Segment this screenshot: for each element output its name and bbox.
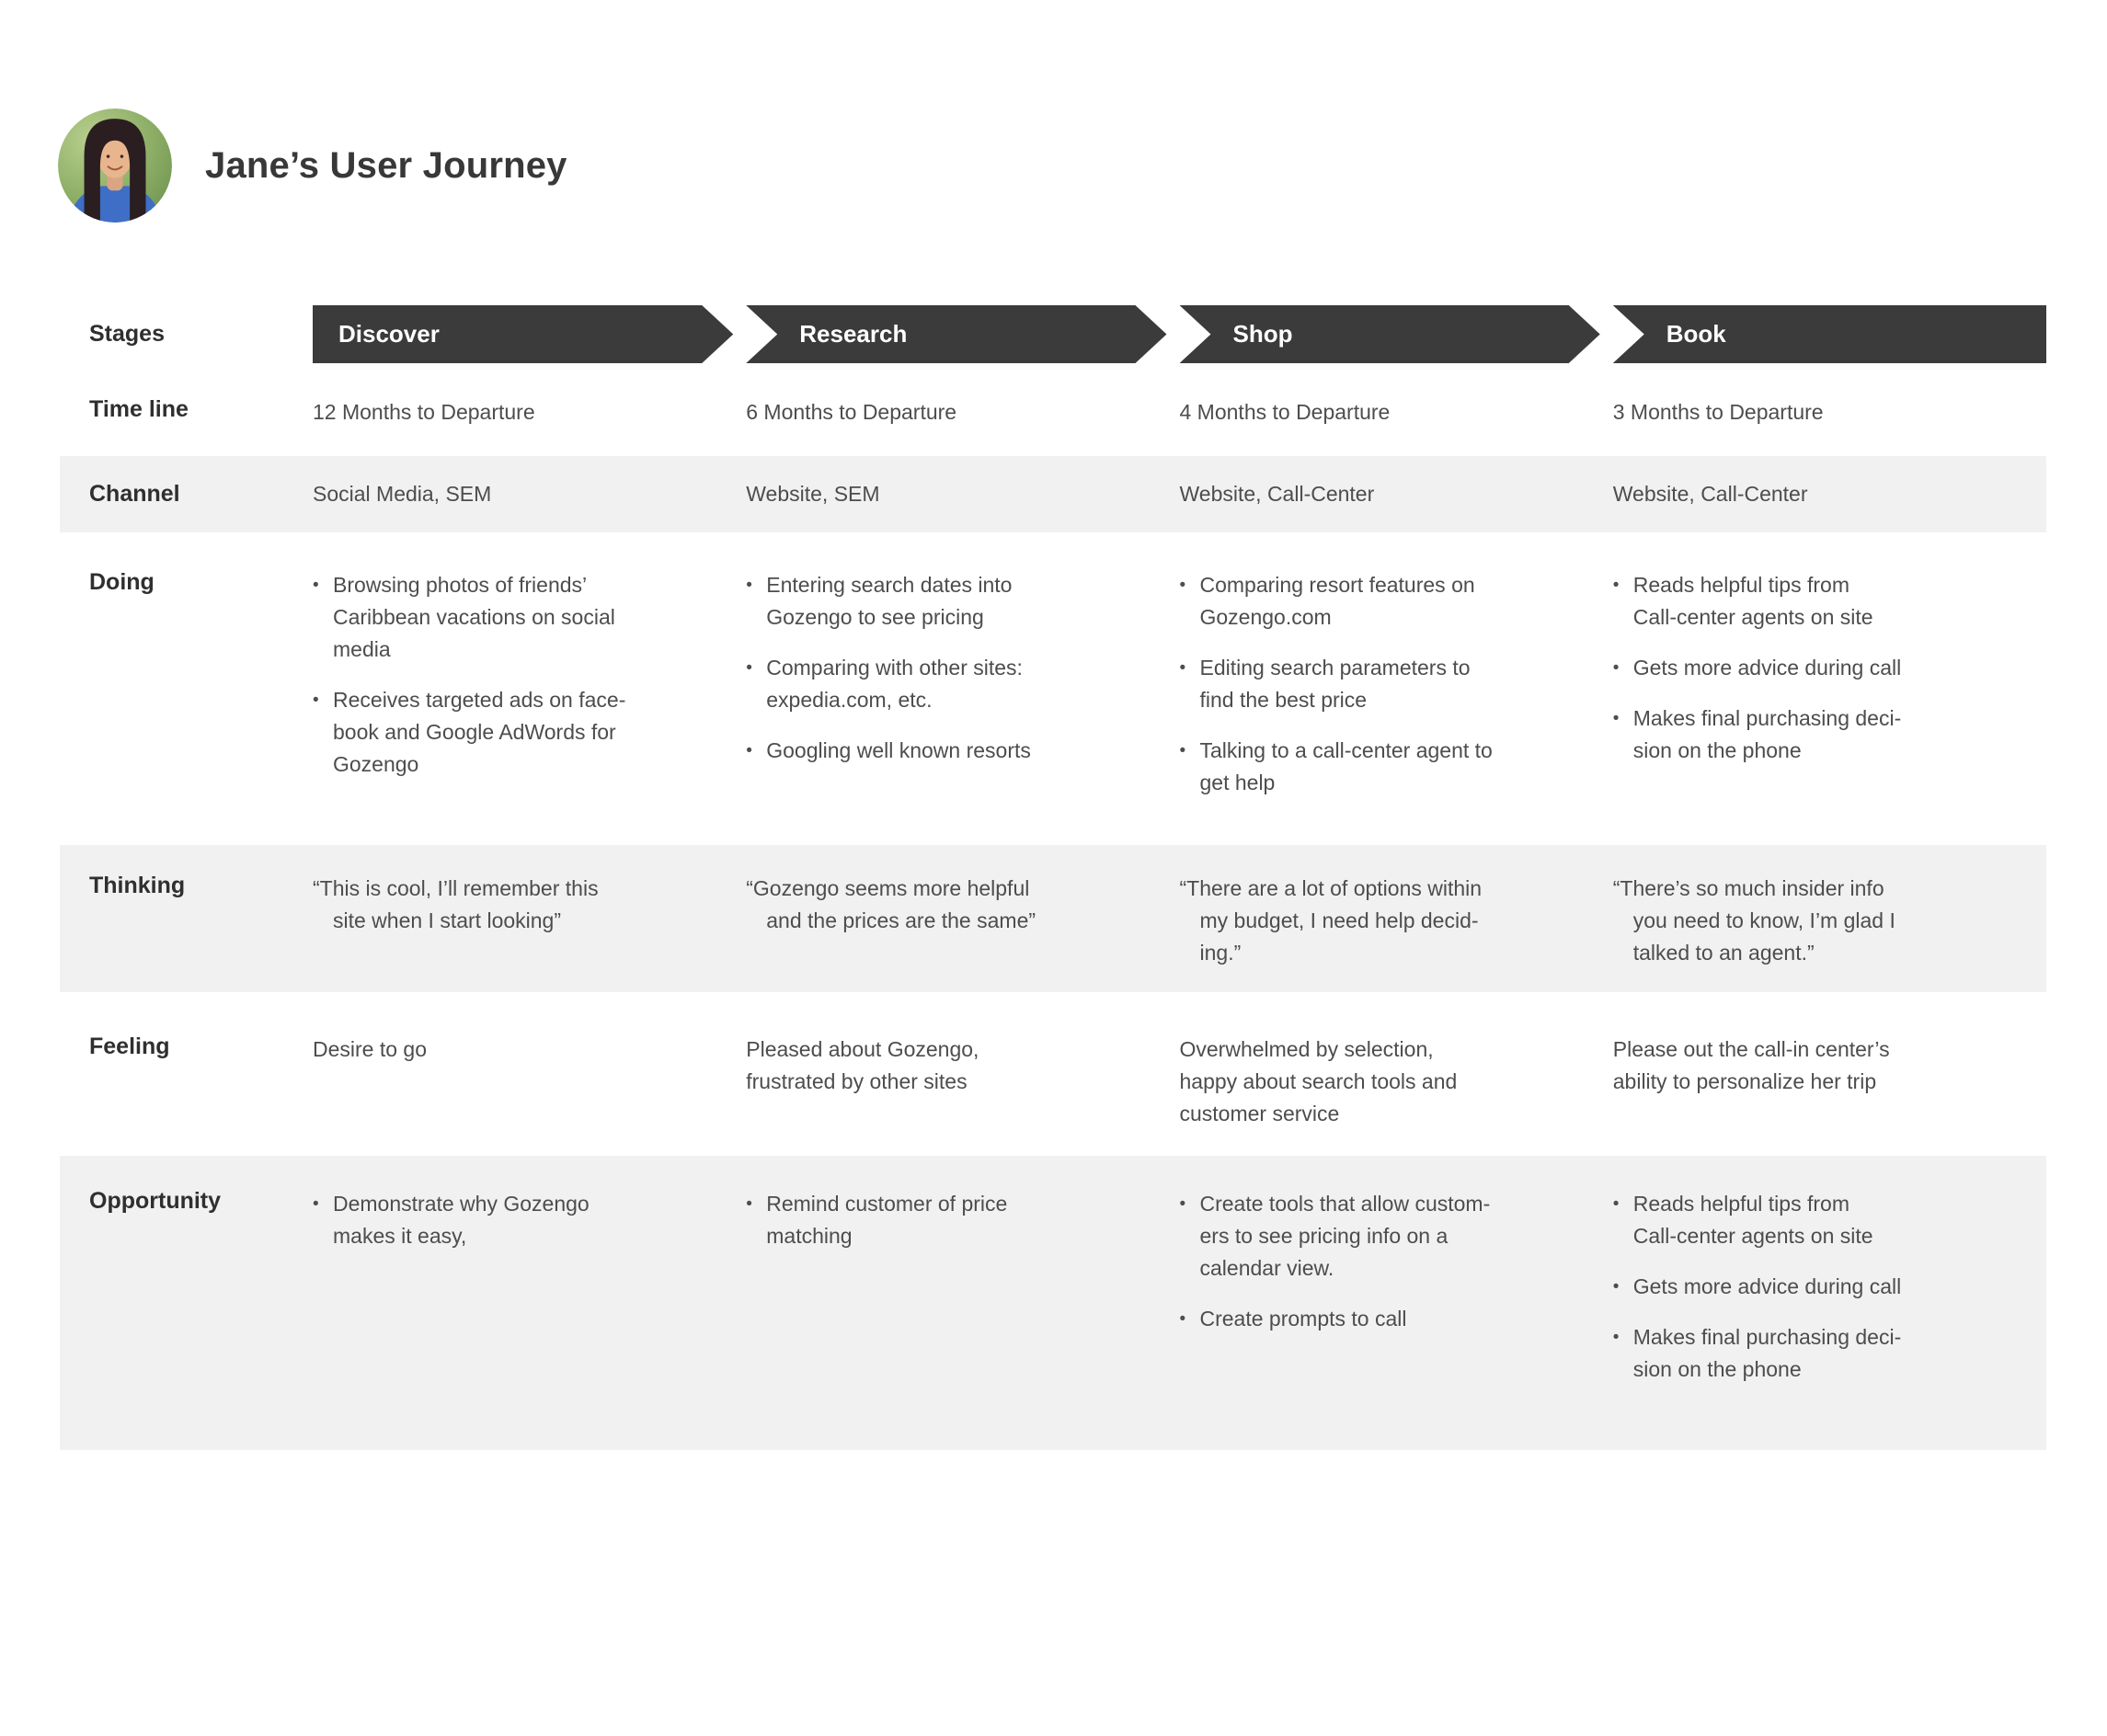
page-title: Jane’s User Journey	[205, 144, 567, 186]
bullet-dot: •	[1179, 658, 1186, 678]
list-item: •Googling well known resorts	[746, 735, 1148, 767]
stage-arrow-shop: Shop	[1180, 305, 1600, 363]
feeling-book: Please out the call-in center’s ability …	[1612, 1037, 1890, 1093]
timeline-research: 6 Months to Departure	[746, 400, 957, 424]
list-item: •Editing search parameters to find the b…	[1180, 652, 1582, 716]
opportunity-discover: •Demonstrate why Gozengo makes it easy,	[313, 1188, 746, 1418]
thinking-discover: “This is cool, I’ll remember this site w…	[313, 876, 599, 932]
thinking-book: “There’s so much insider info you need t…	[1612, 876, 1895, 965]
thinking-research: “Gozengo seems more helpful and the pric…	[746, 876, 1036, 932]
list-item: •Comparing resort features on Gozengo.co…	[1180, 569, 1582, 634]
channel-book: Website, Call-Center	[1612, 482, 1808, 506]
opportunity-shop: •Create tools that allow custom- ers to …	[1180, 1188, 1613, 1418]
feeling-shop: Overwhelmed by selection, happy about se…	[1179, 1037, 1458, 1125]
avatar	[58, 108, 172, 223]
timeline-book: 3 Months to Departure	[1612, 400, 1824, 424]
timeline-discover: 12 Months to Departure	[313, 400, 535, 424]
row-label-doing: Doing	[89, 569, 155, 595]
list-item: •Create tools that allow custom- ers to …	[1180, 1188, 1582, 1285]
bullet-dot: •	[1612, 1194, 1620, 1214]
row-stages: Stages Discover Research Shop Book	[60, 305, 2046, 363]
timeline-shop: 4 Months to Departure	[1179, 400, 1391, 424]
list-item: •Browsing photos of friends’ Caribbean v…	[313, 569, 715, 666]
row-label-opportunity: Opportunity	[89, 1188, 222, 1214]
bullet-dot: •	[1612, 576, 1620, 595]
list-item: •Demonstrate why Gozengo makes it easy,	[313, 1188, 715, 1252]
thinking-shop: “There are a lot of options within my bu…	[1179, 876, 1483, 965]
doing-research: •Entering search dates into Gozengo to s…	[746, 569, 1179, 799]
stage-arrow-research: Research	[746, 305, 1166, 363]
list-item: •Talking to a call-center agent to get h…	[1180, 735, 1582, 799]
list-item: •Create prompts to call	[1180, 1303, 1582, 1335]
channel-research: Website, SEM	[746, 482, 880, 506]
bullet-dot: •	[746, 576, 752, 595]
bullet-dot: •	[1612, 1277, 1620, 1296]
bullet-dot: •	[746, 1194, 752, 1214]
bullet-dot: •	[1612, 658, 1620, 678]
row-doing: Doing •Browsing photos of friends’ Carib…	[60, 532, 2046, 845]
list-item: •Comparing with other sites: expedia.com…	[746, 652, 1148, 716]
bullet-dot: •	[1179, 576, 1186, 595]
bullet-dot: •	[1179, 1309, 1186, 1329]
stage-arrow-discover: Discover	[313, 305, 733, 363]
row-timeline: Time line 12 Months to Departure 6 Month…	[60, 363, 2046, 456]
list-item: •Makes final purchasing deci- sion on th…	[1613, 1321, 2015, 1386]
bullet-dot: •	[1612, 709, 1620, 728]
list-item: •Entering search dates into Gozengo to s…	[746, 569, 1148, 634]
row-channel: Channel Social Media, SEM Website, SEM W…	[60, 456, 2046, 532]
row-label-feeling: Feeling	[89, 1034, 170, 1059]
channel-shop: Website, Call-Center	[1179, 482, 1375, 506]
list-item: •Reads helpful tips from Call-center age…	[1613, 569, 2015, 634]
journey-map: Stages Discover Research Shop Book Time …	[60, 305, 2046, 1450]
opportunity-research: •Remind customer of price matching	[746, 1188, 1179, 1418]
opportunity-book: •Reads helpful tips from Call-center age…	[1613, 1188, 2046, 1418]
bullet-dot: •	[746, 658, 752, 678]
channel-discover: Social Media, SEM	[313, 482, 492, 506]
jane-portrait-illustration	[58, 108, 172, 223]
page-header: Jane’s User Journey	[58, 108, 2107, 223]
bullet-dot: •	[313, 1194, 319, 1214]
row-thinking: Thinking “This is cool, I’ll remember th…	[60, 845, 2046, 992]
doing-discover: •Browsing photos of friends’ Caribbean v…	[313, 569, 746, 799]
row-label-stages: Stages	[89, 321, 165, 347]
doing-shop: •Comparing resort features on Gozengo.co…	[1180, 569, 1613, 799]
list-item: •Makes final purchasing deci- sion on th…	[1613, 702, 2015, 767]
bullet-dot: •	[746, 741, 752, 760]
row-label-timeline: Time line	[89, 396, 189, 422]
bullet-dot: •	[313, 576, 319, 595]
list-item: •Receives targeted ads on face- book and…	[313, 684, 715, 781]
row-label-channel: Channel	[89, 481, 180, 507]
bullet-dot: •	[313, 691, 319, 710]
list-item: •Remind customer of price matching	[746, 1188, 1148, 1252]
list-item: •Reads helpful tips from Call-center age…	[1613, 1188, 2015, 1252]
feeling-discover: Desire to go	[313, 1037, 428, 1061]
stage-arrow-book: Book	[1612, 305, 2046, 363]
row-feeling: Feeling Desire to go Pleased about Gozen…	[60, 992, 2046, 1156]
bullet-dot: •	[1179, 741, 1186, 760]
list-item: •Gets more advice during call	[1613, 652, 2015, 684]
list-item: •Gets more advice during call	[1613, 1271, 2015, 1303]
bullet-dot: •	[1179, 1194, 1186, 1214]
feeling-research: Pleased about Gozengo, frustrated by oth…	[746, 1037, 979, 1093]
doing-book: •Reads helpful tips from Call-center age…	[1613, 569, 2046, 799]
row-opportunity: Opportunity •Demonstrate why Gozengo mak…	[60, 1156, 2046, 1450]
bullet-dot: •	[1612, 1328, 1620, 1347]
row-label-thinking: Thinking	[89, 873, 186, 898]
